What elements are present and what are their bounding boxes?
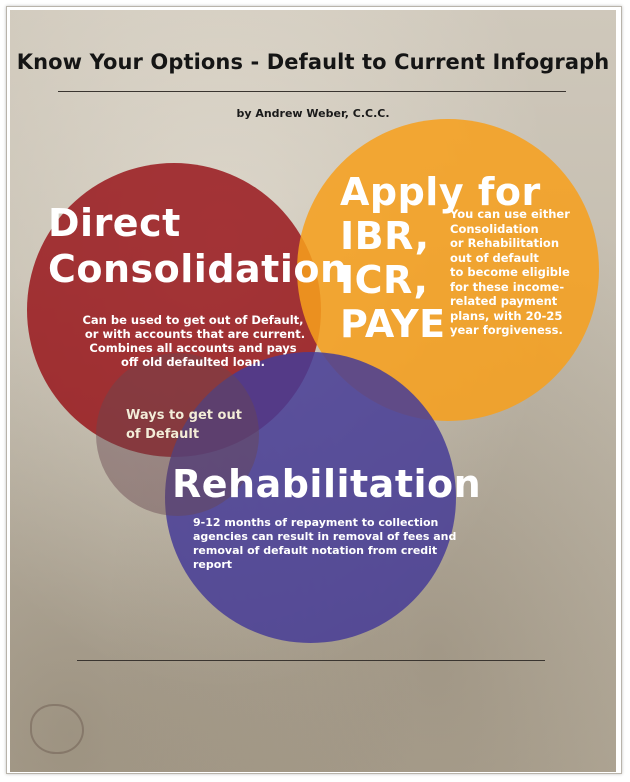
faded-stamp-icon (30, 704, 84, 754)
page-title: Know Your Options - Default to Current I… (16, 50, 610, 74)
ways-out-of-default-label: Ways to get out of Default (126, 408, 242, 442)
rehabilitation-body: 9-12 months of repayment to collection a… (193, 516, 456, 571)
rehabilitation-heading: Rehabilitation (172, 462, 482, 506)
apply-for-heading: Apply for IBR, ICR, PAYE (340, 170, 541, 346)
footer-divider (77, 660, 545, 661)
rehabilitation-circle (165, 352, 456, 643)
direct-consolidation-heading: Direct Consolidation (48, 201, 348, 291)
author-credit: by Andrew Weber, C.C.C. (236, 107, 390, 120)
ways-out-of-default-circle (96, 353, 259, 516)
apply-for-body: You can use either Consolidation or Reha… (450, 207, 570, 337)
direct-consolidation-body: Can be used to get out of Default, or wi… (82, 313, 306, 369)
title-divider (58, 91, 566, 92)
